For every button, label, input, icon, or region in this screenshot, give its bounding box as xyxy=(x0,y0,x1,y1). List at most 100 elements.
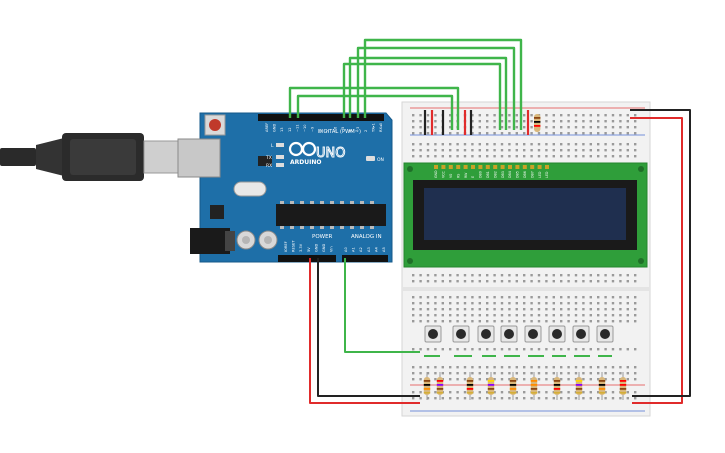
hole xyxy=(589,280,592,283)
push-button-icon[interactable] xyxy=(596,325,614,343)
pin-label: 12 xyxy=(288,127,292,132)
hole xyxy=(426,320,430,323)
hole xyxy=(486,397,489,400)
hole xyxy=(523,308,526,311)
push-button-icon[interactable] xyxy=(452,325,470,343)
hole xyxy=(634,143,637,146)
hole xyxy=(530,302,533,305)
hole xyxy=(567,366,570,369)
hole xyxy=(426,126,430,129)
hole xyxy=(456,314,459,317)
hole xyxy=(537,155,541,158)
hole xyxy=(604,397,607,400)
hole xyxy=(508,143,511,146)
hole xyxy=(582,314,585,317)
hole xyxy=(589,302,592,305)
resistor-icon xyxy=(423,372,431,400)
hole xyxy=(523,280,526,283)
hole xyxy=(626,391,629,394)
hole xyxy=(426,149,430,152)
hole xyxy=(626,149,629,152)
hole xyxy=(500,132,504,135)
hole xyxy=(597,143,600,146)
hole xyxy=(523,155,526,158)
hole xyxy=(574,143,578,146)
pin-label: Vin xyxy=(330,246,334,252)
push-button-icon[interactable] xyxy=(477,325,495,343)
pin-label: 2 xyxy=(364,130,368,132)
hole xyxy=(515,274,518,277)
hole xyxy=(441,372,444,375)
hole xyxy=(597,296,600,299)
hole xyxy=(589,114,592,117)
push-button-icon[interactable] xyxy=(524,325,542,343)
hole xyxy=(419,314,422,317)
lcd-pin xyxy=(522,165,527,169)
hole xyxy=(537,149,541,152)
hole xyxy=(434,143,437,146)
hole xyxy=(634,372,637,375)
pin-label: ~5 xyxy=(341,127,345,132)
resistor-icon xyxy=(553,372,561,400)
hole xyxy=(567,280,570,283)
hole xyxy=(626,397,629,400)
hole xyxy=(434,378,437,381)
hole xyxy=(508,149,511,152)
hole xyxy=(412,378,415,381)
hole xyxy=(597,308,600,311)
hole xyxy=(508,366,511,369)
hole xyxy=(523,302,526,305)
hole xyxy=(567,296,570,299)
resistor-icon xyxy=(466,372,474,400)
hole xyxy=(471,143,474,146)
hole xyxy=(552,348,555,351)
hole xyxy=(634,314,637,317)
hole xyxy=(449,120,452,123)
push-button-icon[interactable] xyxy=(500,325,518,343)
hole xyxy=(611,274,615,277)
hole xyxy=(604,296,607,299)
hole xyxy=(434,132,437,135)
hole xyxy=(626,302,629,305)
hole xyxy=(626,320,629,323)
hole xyxy=(537,302,541,305)
hole xyxy=(530,397,533,400)
hole xyxy=(604,120,607,123)
hole xyxy=(515,348,518,351)
hole xyxy=(582,372,585,375)
hole xyxy=(604,372,607,375)
hole xyxy=(449,132,452,135)
pin-label: TX▸1 xyxy=(371,123,375,133)
hole xyxy=(471,132,474,135)
hole xyxy=(434,320,437,323)
hole xyxy=(449,274,452,277)
hole xyxy=(582,114,585,117)
hole xyxy=(493,274,496,277)
push-button-icon[interactable] xyxy=(572,325,590,343)
lcd-pin xyxy=(441,165,446,169)
lcd-pin xyxy=(493,165,498,169)
lcd-pin-label: V0 xyxy=(449,174,453,178)
push-button-icon[interactable] xyxy=(424,325,442,343)
hole xyxy=(589,391,592,394)
hole xyxy=(567,348,570,351)
hole xyxy=(597,302,600,305)
hole xyxy=(552,114,555,117)
hole xyxy=(567,143,570,146)
hole xyxy=(611,302,615,305)
hole xyxy=(419,296,422,299)
push-button-icon[interactable] xyxy=(548,325,566,343)
hole xyxy=(552,132,555,135)
hole xyxy=(604,143,607,146)
hole xyxy=(582,348,585,351)
hole xyxy=(537,320,541,323)
hole xyxy=(471,126,474,129)
hole xyxy=(412,143,415,146)
hole xyxy=(626,120,629,123)
hole xyxy=(619,348,622,351)
hole xyxy=(426,132,430,135)
hole xyxy=(626,296,629,299)
pin-label: A4 xyxy=(374,247,378,252)
hole xyxy=(478,366,481,369)
hole xyxy=(463,320,467,323)
